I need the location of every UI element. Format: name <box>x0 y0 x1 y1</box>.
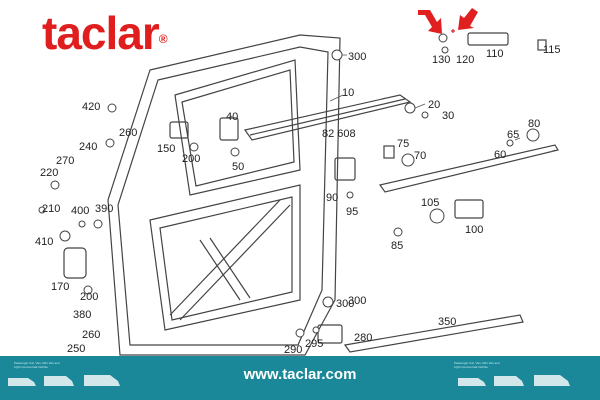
part-label: 100 <box>465 224 483 236</box>
part-label: 270 <box>56 155 74 167</box>
part-label: 10 <box>342 87 354 99</box>
fasteners <box>38 33 540 338</box>
part-label: 82 608 <box>322 128 356 140</box>
part-label: 240 <box>79 141 97 153</box>
part-label: 170 <box>51 281 69 293</box>
brand-registered-mark: ® <box>158 32 168 46</box>
footer-note-right: Passenger Car, Van, Mini Van and Light C… <box>454 361 500 369</box>
part-label: 260 <box>119 127 137 139</box>
part-label: 110 <box>486 48 504 60</box>
part-label: 60 <box>494 149 506 161</box>
part-label: 295 <box>305 338 323 350</box>
part-label: 50 <box>232 161 244 173</box>
leader-lines <box>227 54 556 153</box>
part-label: 95 <box>346 206 358 218</box>
part-label: 70 <box>414 150 426 162</box>
part-label: 380 <box>73 309 91 321</box>
part-label: 115 <box>543 44 561 56</box>
part-label: 300 <box>336 298 354 310</box>
part-label: 300 <box>348 51 366 63</box>
door-frame <box>63 32 559 356</box>
part-label: 420 <box>82 101 100 113</box>
part-label: 40 <box>226 111 238 123</box>
part-label: 220 <box>40 167 58 179</box>
brand-name: taclar <box>42 7 160 59</box>
part-label: 20 <box>428 99 440 111</box>
arrows <box>418 8 478 34</box>
part-label: 75 <box>397 138 409 150</box>
part-label: 80 <box>528 118 540 130</box>
footer-bar: Passenger Car, Van, Mini Van and Light C… <box>0 356 600 400</box>
part-label: 260 <box>82 329 100 341</box>
part-label: 200 <box>182 153 200 165</box>
footer-website-link[interactable]: www.taclar.com <box>243 366 357 383</box>
taclar-logo: taclar® <box>42 7 168 59</box>
part-label: 200 <box>80 291 98 303</box>
part-label: 150 <box>157 143 175 155</box>
part-label: 130 <box>432 54 450 66</box>
part-label: 210 <box>42 203 60 215</box>
part-label: 250 <box>67 343 85 355</box>
part-label: 65 <box>507 129 519 141</box>
part-label: 290 <box>284 344 302 356</box>
part-label: 85 <box>391 240 403 252</box>
part-label: 30 <box>442 110 454 122</box>
part-label: 390 <box>95 203 113 215</box>
part-label: 280 <box>354 332 372 344</box>
part-label: 350 <box>438 316 456 328</box>
part-label: 105 <box>421 197 439 209</box>
van-silhouettes-left-icon <box>8 375 120 386</box>
part-label: 120 <box>456 54 474 66</box>
part-label: 400 <box>71 205 89 217</box>
footer-note-left: Passenger Car, Van, Mini Van and Light C… <box>14 361 60 369</box>
arrow-icon <box>418 10 442 34</box>
part-label: 410 <box>35 236 53 248</box>
van-silhouettes-right-icon <box>458 375 570 386</box>
part-label: 300 <box>348 295 366 307</box>
part-label: 90 <box>326 192 338 204</box>
arrow-icon <box>458 8 478 30</box>
